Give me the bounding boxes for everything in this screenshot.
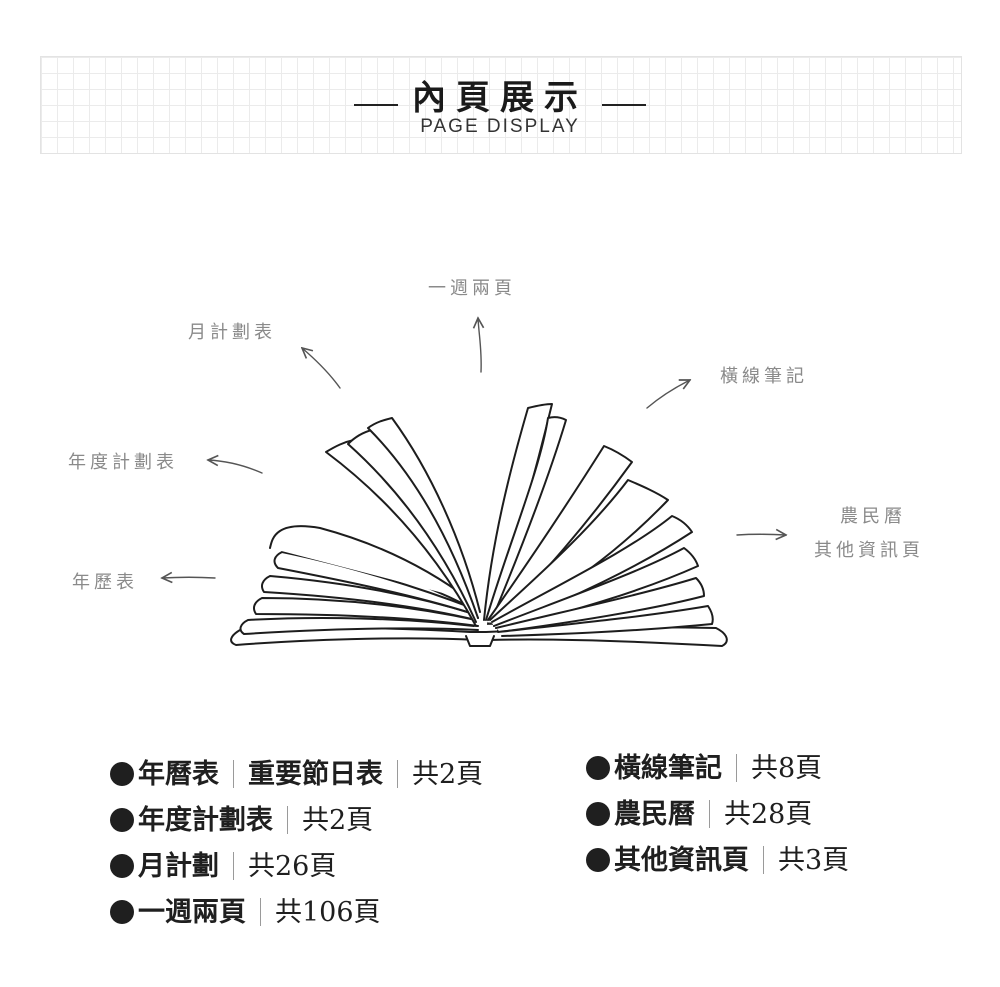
header-banner bbox=[40, 56, 962, 154]
list-item-name: 月計劃 bbox=[138, 851, 219, 882]
list-item-count: 共8頁 bbox=[751, 753, 823, 784]
features-list-right: 橫線筆記共8頁 農民曆共28頁 其他資訊頁共3頁 bbox=[586, 746, 849, 884]
list-item: 橫線筆記共8頁 bbox=[586, 746, 849, 792]
arrow-monthly bbox=[302, 348, 341, 389]
label-calendar: 年歷表 bbox=[72, 572, 138, 593]
page-subtitle: PAGE DISPLAY bbox=[420, 116, 580, 137]
arrow-calendar bbox=[162, 577, 216, 578]
list-item-count: 共2頁 bbox=[412, 759, 484, 790]
list-item-name: 年曆表 bbox=[138, 759, 219, 790]
arrow-lunar bbox=[736, 534, 786, 535]
separator bbox=[736, 753, 737, 782]
page-title: 內頁展示 bbox=[412, 78, 588, 118]
separator bbox=[233, 851, 234, 880]
list-item-name: 一週兩頁 bbox=[138, 897, 246, 928]
arrow-lined bbox=[646, 380, 690, 409]
list-item: 農民曆共28頁 bbox=[586, 792, 849, 838]
list-item: 月計劃共26頁 bbox=[110, 844, 483, 890]
separator bbox=[233, 759, 234, 788]
arrow-yearly-plan bbox=[208, 460, 263, 474]
list-item-name: 其他資訊頁 bbox=[614, 845, 749, 876]
label-weekly: 一週兩頁 bbox=[428, 278, 516, 299]
list-item-count: 共26頁 bbox=[248, 851, 337, 882]
separator bbox=[287, 805, 288, 834]
features-list-left: 年曆表重要節日表共2頁 年度計劃表共2頁 月計劃共26頁 一週兩頁共106頁 bbox=[110, 752, 483, 936]
bullet-icon bbox=[586, 801, 610, 826]
label-lunar: 農民曆 bbox=[840, 506, 906, 527]
title-right-rule bbox=[602, 103, 646, 106]
list-item-count: 共3頁 bbox=[778, 845, 850, 876]
list-item-name: 橫線筆記 bbox=[614, 753, 722, 784]
bullet-icon bbox=[110, 853, 134, 878]
list-item-name: 農民曆 bbox=[614, 799, 695, 830]
separator bbox=[260, 897, 261, 926]
list-item-name: 年度計劃表 bbox=[138, 805, 273, 836]
list-item: 年曆表重要節日表共2頁 bbox=[110, 752, 483, 798]
label-other: 其他資訊頁 bbox=[814, 540, 924, 561]
list-item-count: 共106頁 bbox=[275, 897, 381, 928]
bullet-icon bbox=[110, 899, 134, 924]
open-book-icon bbox=[230, 403, 728, 647]
label-lined: 橫線筆記 bbox=[720, 366, 808, 387]
list-item: 一週兩頁共106頁 bbox=[110, 890, 483, 936]
separator bbox=[709, 799, 710, 828]
separator bbox=[397, 759, 398, 788]
bullet-icon bbox=[110, 761, 134, 786]
list-item: 年度計劃表共2頁 bbox=[110, 798, 483, 844]
title-left-rule bbox=[354, 103, 398, 106]
arrow-weekly bbox=[478, 318, 481, 373]
list-item-count: 共2頁 bbox=[302, 805, 374, 836]
separator bbox=[763, 845, 764, 874]
bullet-icon bbox=[110, 807, 134, 832]
label-yearly-plan: 年度計劃表 bbox=[68, 452, 178, 473]
list-item: 其他資訊頁共3頁 bbox=[586, 838, 849, 884]
bullet-icon bbox=[586, 755, 610, 780]
list-item-count: 共28頁 bbox=[724, 799, 813, 830]
list-item-extra: 重要節日表 bbox=[248, 759, 383, 790]
bullet-icon bbox=[586, 847, 610, 872]
label-monthly: 月計劃表 bbox=[188, 322, 276, 343]
header-title-row: 內頁展示 bbox=[0, 70, 1000, 119]
